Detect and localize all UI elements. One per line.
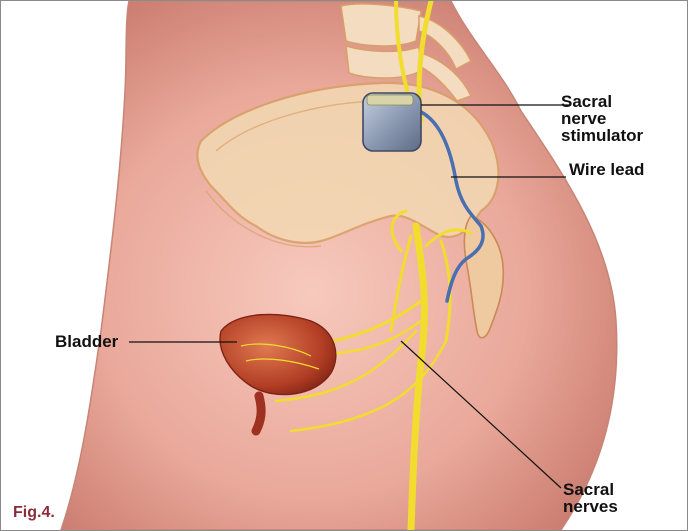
stimulator-device — [363, 93, 421, 151]
label-sacral-nerves: Sacral nerves — [563, 481, 618, 515]
figure-caption: Fig.4. — [13, 504, 55, 522]
label-wire-lead: Wire lead — [569, 161, 644, 178]
label-bladder: Bladder — [55, 333, 118, 350]
label-stimulator: Sacral nerve stimulator — [561, 93, 643, 144]
body-silhouette — [61, 1, 617, 530]
